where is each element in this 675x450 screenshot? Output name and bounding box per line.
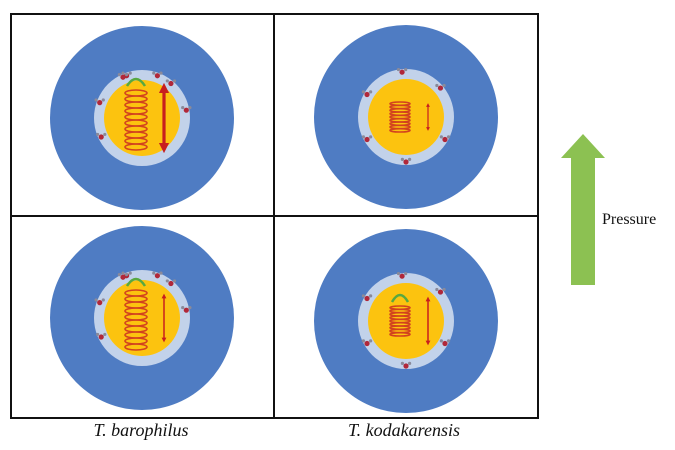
- protein-core: [368, 283, 444, 359]
- protein-core: [368, 79, 444, 155]
- coil-turn: [124, 143, 148, 151]
- cells-layer: [50, 25, 498, 413]
- protein-core: [104, 280, 180, 356]
- green-cap: [125, 77, 147, 87]
- cell-r1-c0: [50, 226, 234, 410]
- coil-turn: [124, 343, 148, 351]
- cell-r0-c0: [50, 26, 234, 210]
- pressure-arrow-head: [561, 134, 605, 158]
- coil: [124, 289, 148, 351]
- pressure-label: Pressure: [602, 211, 657, 228]
- column-label-kodakarensis: T. kodakarensis: [348, 420, 460, 440]
- grid-frame: [10, 13, 539, 419]
- green-cap: [125, 277, 147, 287]
- coil: [389, 101, 411, 133]
- coil-turn: [389, 127, 411, 133]
- green-cap: [390, 293, 410, 303]
- cell-r1-c1: [314, 229, 498, 413]
- coil: [124, 89, 148, 151]
- pressure-arrow-shaft: [571, 156, 595, 285]
- coil: [389, 305, 411, 337]
- column-label-barophilus: T. barophilus: [93, 420, 189, 440]
- cell-r0-c1: [314, 25, 498, 209]
- pressure-arrow: [561, 134, 605, 285]
- coil-turn: [389, 331, 411, 337]
